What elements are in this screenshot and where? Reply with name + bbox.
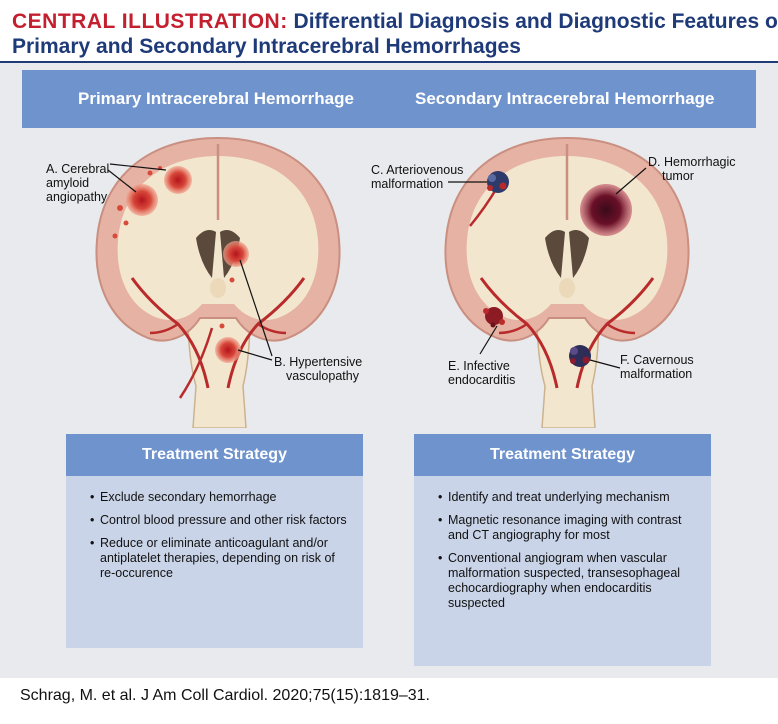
label-c-line-1: C. Arteriovenous (371, 163, 464, 177)
label-f-cavernous-malformation: F. Cavernous malformation (620, 353, 694, 381)
header-line-1: CENTRAL ILLUSTRATION: Differential Diagn… (12, 9, 778, 34)
label-c-line-2: malformation (371, 177, 444, 191)
secondary-treatment-heading: Treatment Strategy (414, 434, 711, 476)
header-title-part2: Primary and Secondary Intracerebral Hemo… (12, 35, 521, 58)
citation: Schrag, M. et al. J Am Coll Cardiol. 202… (20, 687, 430, 704)
primary-brain (95, 136, 341, 428)
secondary-treatment-list: Identify and treat underlying mechanism … (414, 476, 711, 666)
label-d-hemorrhagic-tumor: D. Hemorrhagic tumor (648, 155, 736, 183)
section-banner: Primary Intracerebral Hemorrhage Seconda… (22, 70, 756, 128)
label-b-hypertensive-vasculopathy: B. Hypertensive vasculopathy (274, 355, 362, 383)
label-f-line-1: F. Cavernous (620, 353, 694, 367)
secondary-treatment-item: Conventional angiogram when vascular mal… (438, 551, 699, 611)
primary-treatment-item: Control blood pressure and other risk fa… (90, 513, 351, 528)
primary-treatment-item: Exclude secondary hemorrhage (90, 490, 351, 505)
label-d-line-2: tumor (662, 169, 694, 183)
label-e-line-1: E. Infective (448, 359, 510, 373)
label-a-line-2: amyloid (46, 176, 90, 190)
primary-treatment-box: Treatment Strategy Exclude secondary hem… (66, 434, 363, 648)
secondary-treatment-item: Identify and treat underlying mechanism (438, 490, 699, 505)
secondary-treatment-item: Magnetic resonance imaging with contrast… (438, 513, 699, 543)
label-b-line-1: B. Hypertensive (274, 355, 363, 369)
figure-header: CENTRAL ILLUSTRATION: Differential Diagn… (0, 0, 778, 62)
secondary-treatment-box: Treatment Strategy Identify and treat un… (414, 434, 711, 666)
primary-treatment-heading: Treatment Strategy (66, 434, 363, 476)
label-a-line-1: A. Cerebral (46, 162, 110, 176)
brain-illustrations (95, 136, 690, 428)
label-f-line-2: malformation (620, 367, 693, 381)
primary-ich-title: Primary Intracerebral Hemorrhage (78, 89, 354, 108)
label-c-arteriovenous-malformation: C. Arteriovenous malformation (371, 163, 463, 191)
secondary-ich-title: Secondary Intracerebral Hemorrhage (415, 89, 715, 108)
header-title-part1: Differential Diagnosis and Diagnostic Fe… (287, 10, 778, 33)
secondary-brain (444, 136, 690, 428)
label-b-line-2: vasculopathy (286, 369, 359, 383)
central-illustration-label: CENTRAL ILLUSTRATION: (12, 10, 288, 33)
label-d-line-1: D. Hemorrhagic (648, 155, 736, 169)
label-a-cerebral-amyloid-angiopathy: A. Cerebral amyloid angiopathy (46, 162, 109, 204)
primary-treatment-item: Reduce or eliminate anticoagulant and/or… (90, 536, 351, 581)
label-e-line-2: endocarditis (448, 373, 516, 387)
header-divider (0, 61, 778, 63)
label-e-infective-endocarditis: E. Infective endocarditis (448, 359, 515, 387)
label-a-line-3: angiopathy (46, 190, 108, 204)
primary-treatment-list: Exclude secondary hemorrhage Control blo… (66, 476, 363, 648)
